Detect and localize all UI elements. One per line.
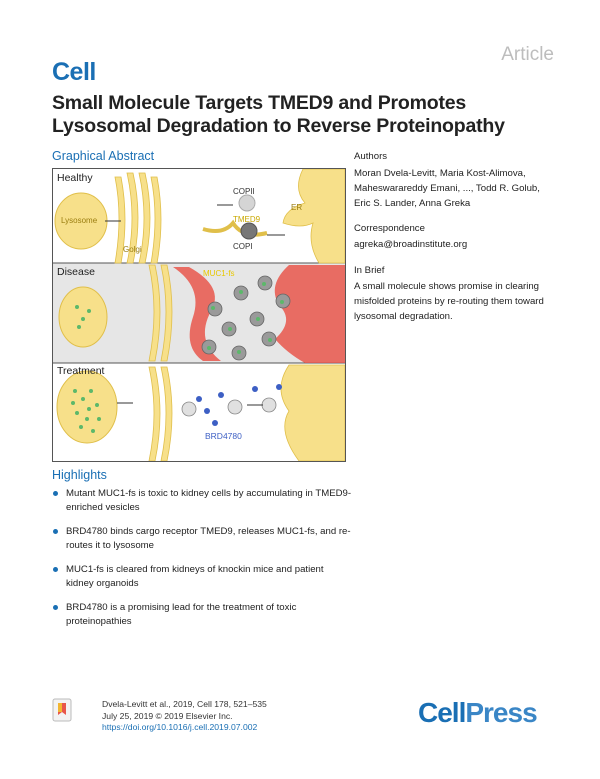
journal-logo[interactable]: Cell	[52, 58, 96, 86]
in-brief-heading: In Brief	[354, 265, 385, 276]
citation-line-2: July 25, 2019 © 2019 Elsevier Inc.	[102, 710, 233, 721]
authors-heading: Authors	[354, 151, 388, 162]
label-brd4780: BRD4780	[205, 431, 242, 441]
correspondence-heading: Correspondence	[354, 223, 425, 234]
article-type-label: Article	[501, 44, 554, 65]
check-for-updates-icon[interactable]	[52, 698, 72, 722]
graphical-abstract-heading: Graphical Abstract	[52, 149, 155, 163]
highlight-item: BRD4780 binds cargo receptor TMED9, rele…	[52, 525, 352, 553]
graphical-abstract-figure: Healthy Disease Treatment Lysosome Golgi…	[52, 168, 346, 462]
label-copii: COPII	[233, 187, 255, 196]
label-golgi: Golgi	[123, 245, 142, 254]
doi-link[interactable]: https://doi.org/10.1016/j.cell.2019.07.0…	[102, 722, 258, 732]
panel-label-healthy: Healthy	[57, 172, 93, 184]
highlights-list: Mutant MUC1-fs is toxic to kidney cells …	[52, 487, 352, 639]
label-er: ER	[291, 203, 303, 212]
panel-label-disease: Disease	[57, 266, 95, 278]
citation-line-1: Dvela-Levitt et al., 2019, Cell 178, 521…	[102, 699, 267, 709]
in-brief-text: A small molecule shows promise in cleari…	[354, 281, 544, 322]
highlight-item: BRD4780 is a promising lead for the trea…	[52, 601, 352, 629]
cellpress-logo-press: Press	[465, 697, 537, 728]
highlight-item: MUC1-fs is cleared from kidneys of knock…	[52, 563, 352, 591]
cellpress-logo[interactable]: CellPress	[418, 697, 538, 729]
bullet-icon	[53, 605, 58, 610]
bullet-icon	[53, 567, 58, 572]
highlight-item: Mutant MUC1-fs is toxic to kidney cells …	[52, 487, 352, 515]
label-tmed9: TMED9	[233, 215, 261, 224]
authors-list: Moran Dvela-Levitt, Maria Kost-Alimova, …	[354, 168, 540, 209]
cellpress-logo-cell: Cell	[418, 697, 466, 728]
highlights-heading: Highlights	[52, 468, 107, 482]
bullet-icon	[53, 491, 58, 496]
label-muc1fs: MUC1-fs	[203, 269, 235, 278]
article-title: Small Molecule Targets TMED9 and Promote…	[52, 92, 505, 137]
bullet-icon	[53, 529, 58, 534]
panel-label-treatment: Treatment	[57, 365, 105, 377]
label-lysosome: Lysosome	[61, 216, 98, 225]
correspondence-email[interactable]: agreka@broadinstitute.org	[354, 239, 468, 250]
label-copi: COPI	[233, 242, 253, 251]
citation-block: Dvela-Levitt et al., 2019, Cell 178, 521…	[102, 699, 267, 734]
